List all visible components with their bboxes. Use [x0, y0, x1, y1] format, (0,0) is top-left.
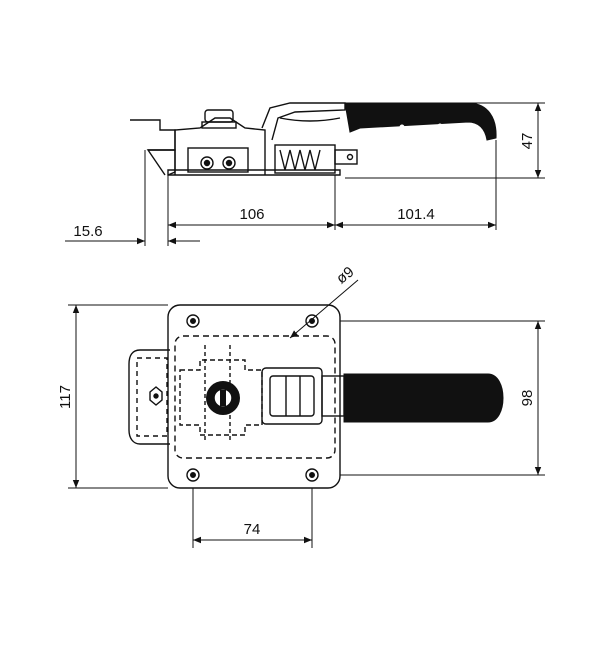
- side-spring: [279, 149, 321, 171]
- side-body-inner: [187, 147, 249, 173]
- side-handle-grip: [344, 102, 497, 141]
- side-screw-1: [200, 156, 214, 170]
- side-keeper-plate: [148, 149, 176, 176]
- top-handle-grip: [343, 373, 504, 423]
- dim-hole-diameter: [289, 279, 359, 339]
- side-bolt-tip: [334, 149, 358, 165]
- top-mounting-hole-4: [305, 468, 319, 482]
- top-lock-cylinder: [206, 381, 240, 415]
- dim-hole-spacing: [192, 488, 313, 548]
- dim-label-106: 106: [239, 206, 264, 223]
- top-keeper: [128, 349, 170, 445]
- dim-label-101-4: 101.4: [397, 206, 435, 223]
- dim-label-117: 117: [57, 385, 74, 409]
- side-screw-2: [222, 156, 236, 170]
- side-lock-cylinder: [204, 109, 234, 123]
- dim-height-outer: [68, 304, 168, 489]
- dim-height-inner: [340, 320, 545, 476]
- dim-label-98: 98: [519, 390, 536, 407]
- side-lever-arm: [261, 102, 346, 141]
- side-view: [130, 102, 358, 176]
- side-lock-cap: [201, 121, 237, 129]
- side-keeper-hook: [130, 119, 176, 176]
- dim-label-15-6: 15.6: [73, 223, 102, 240]
- top-mounting-hole-2: [305, 314, 319, 328]
- dim-label-74: 74: [244, 521, 261, 538]
- side-body-housing: [174, 117, 266, 175]
- dim-height-side: [345, 102, 545, 179]
- top-inner-housing: [174, 335, 336, 459]
- dim-label-47: 47: [519, 133, 536, 150]
- top-base-plate: [167, 304, 341, 489]
- top-mounting-hole-3: [186, 468, 200, 482]
- side-base-plate: [167, 169, 341, 176]
- top-mounting-hole-1: [186, 314, 200, 328]
